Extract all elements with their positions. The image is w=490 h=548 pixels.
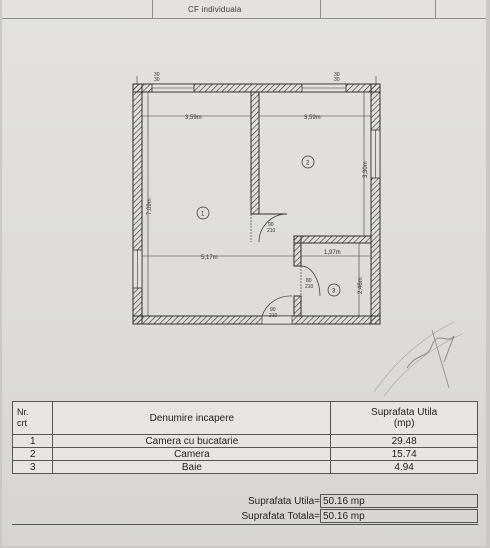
door-room-2 [250, 213, 288, 243]
room-number-2: 2 [301, 155, 315, 169]
header-area: Suprafata Utila (mp) [330, 401, 478, 435]
header-strip: CF individuala [2, 0, 486, 19]
dim-bath-height: 2,46m [358, 277, 364, 294]
cell-name: Camera [52, 447, 332, 461]
header-divider [435, 0, 436, 18]
total-util-label: Suprafata Utila= [248, 496, 320, 507]
totals-block: Suprafata Utila= 50.16 mp Suprafata Tota… [12, 494, 478, 524]
interior-walls [250, 91, 372, 317]
table-header-row: Nr. crt Denumire incapere Suprafata Util… [11, 401, 478, 435]
door-label-h: 210 [305, 284, 314, 290]
cell-nr: 3 [11, 460, 54, 474]
dim-top-right: 3,59m [304, 115, 321, 121]
corner-mark-right: 30 [334, 72, 340, 78]
cell-name: Camera cu bucatarie [52, 434, 332, 448]
table-bottom-border [12, 524, 478, 525]
total-util-value: 50.16 mp [320, 494, 478, 508]
door-label-w: 90 [270, 307, 276, 313]
svg-text:1: 1 [201, 212, 205, 218]
corner-mark-left: 30 [154, 72, 160, 78]
door-label-h: 210 [267, 228, 276, 234]
cell-name: Baie [52, 460, 332, 474]
dim-right-height: 3,30m [363, 161, 369, 178]
dim-bottom-width: 5,17m [201, 255, 218, 261]
door-label-h: 210 [269, 313, 278, 319]
table-row: 3 Baie 4.94 [11, 460, 478, 474]
cell-area: 15.74 [330, 447, 478, 461]
corner-mark-right: 30 [334, 77, 340, 83]
dim-top-left: 3,59m [185, 115, 202, 121]
total-label: Suprafata Totala= [241, 511, 321, 522]
room-number-1: 1 [196, 206, 210, 220]
cf-label: CF individuala [188, 5, 242, 14]
table-row: 2 Camera 15.74 [11, 447, 478, 461]
svg-text:3: 3 [332, 289, 336, 295]
svg-text:2: 2 [306, 161, 310, 167]
cell-area: 29.48 [330, 434, 478, 448]
header-name: Denumire incapere [52, 401, 332, 435]
floor-plan: 3,59m 3,59m 7,09m 3,30m 5,17m 1,97m 2,46… [132, 72, 463, 397]
header-divider [152, 0, 153, 18]
door-bath [300, 265, 321, 297]
dimension-lines [136, 76, 377, 316]
cell-area: 4.94 [330, 460, 478, 474]
room-number-3: 3 [327, 283, 341, 297]
windows [132, 83, 381, 289]
table-row: 1 Camera cu bucatarie 29.48 [11, 434, 478, 448]
rooms-table: Nr. crt Denumire incapere Suprafata Util… [11, 401, 478, 474]
dim-bath-width: 1,97m [324, 250, 341, 256]
cell-nr: 1 [11, 434, 54, 448]
header-divider [320, 0, 321, 18]
door-label-w: 80 [306, 278, 312, 284]
stamp-mark [373, 321, 463, 397]
total-util-row: Suprafata Utila= 50.16 mp [12, 494, 478, 509]
cell-nr: 2 [11, 447, 54, 461]
door-label-w: 90 [268, 222, 274, 228]
header-nr: Nr. crt [11, 401, 54, 435]
total-row: Suprafata Totala= 50.16 mp [12, 509, 478, 524]
dim-left-height: 7,09m [147, 198, 153, 215]
corner-mark-left: 30 [154, 77, 160, 83]
door-entrance [261, 295, 293, 325]
total-value: 50.16 mp [320, 509, 478, 523]
